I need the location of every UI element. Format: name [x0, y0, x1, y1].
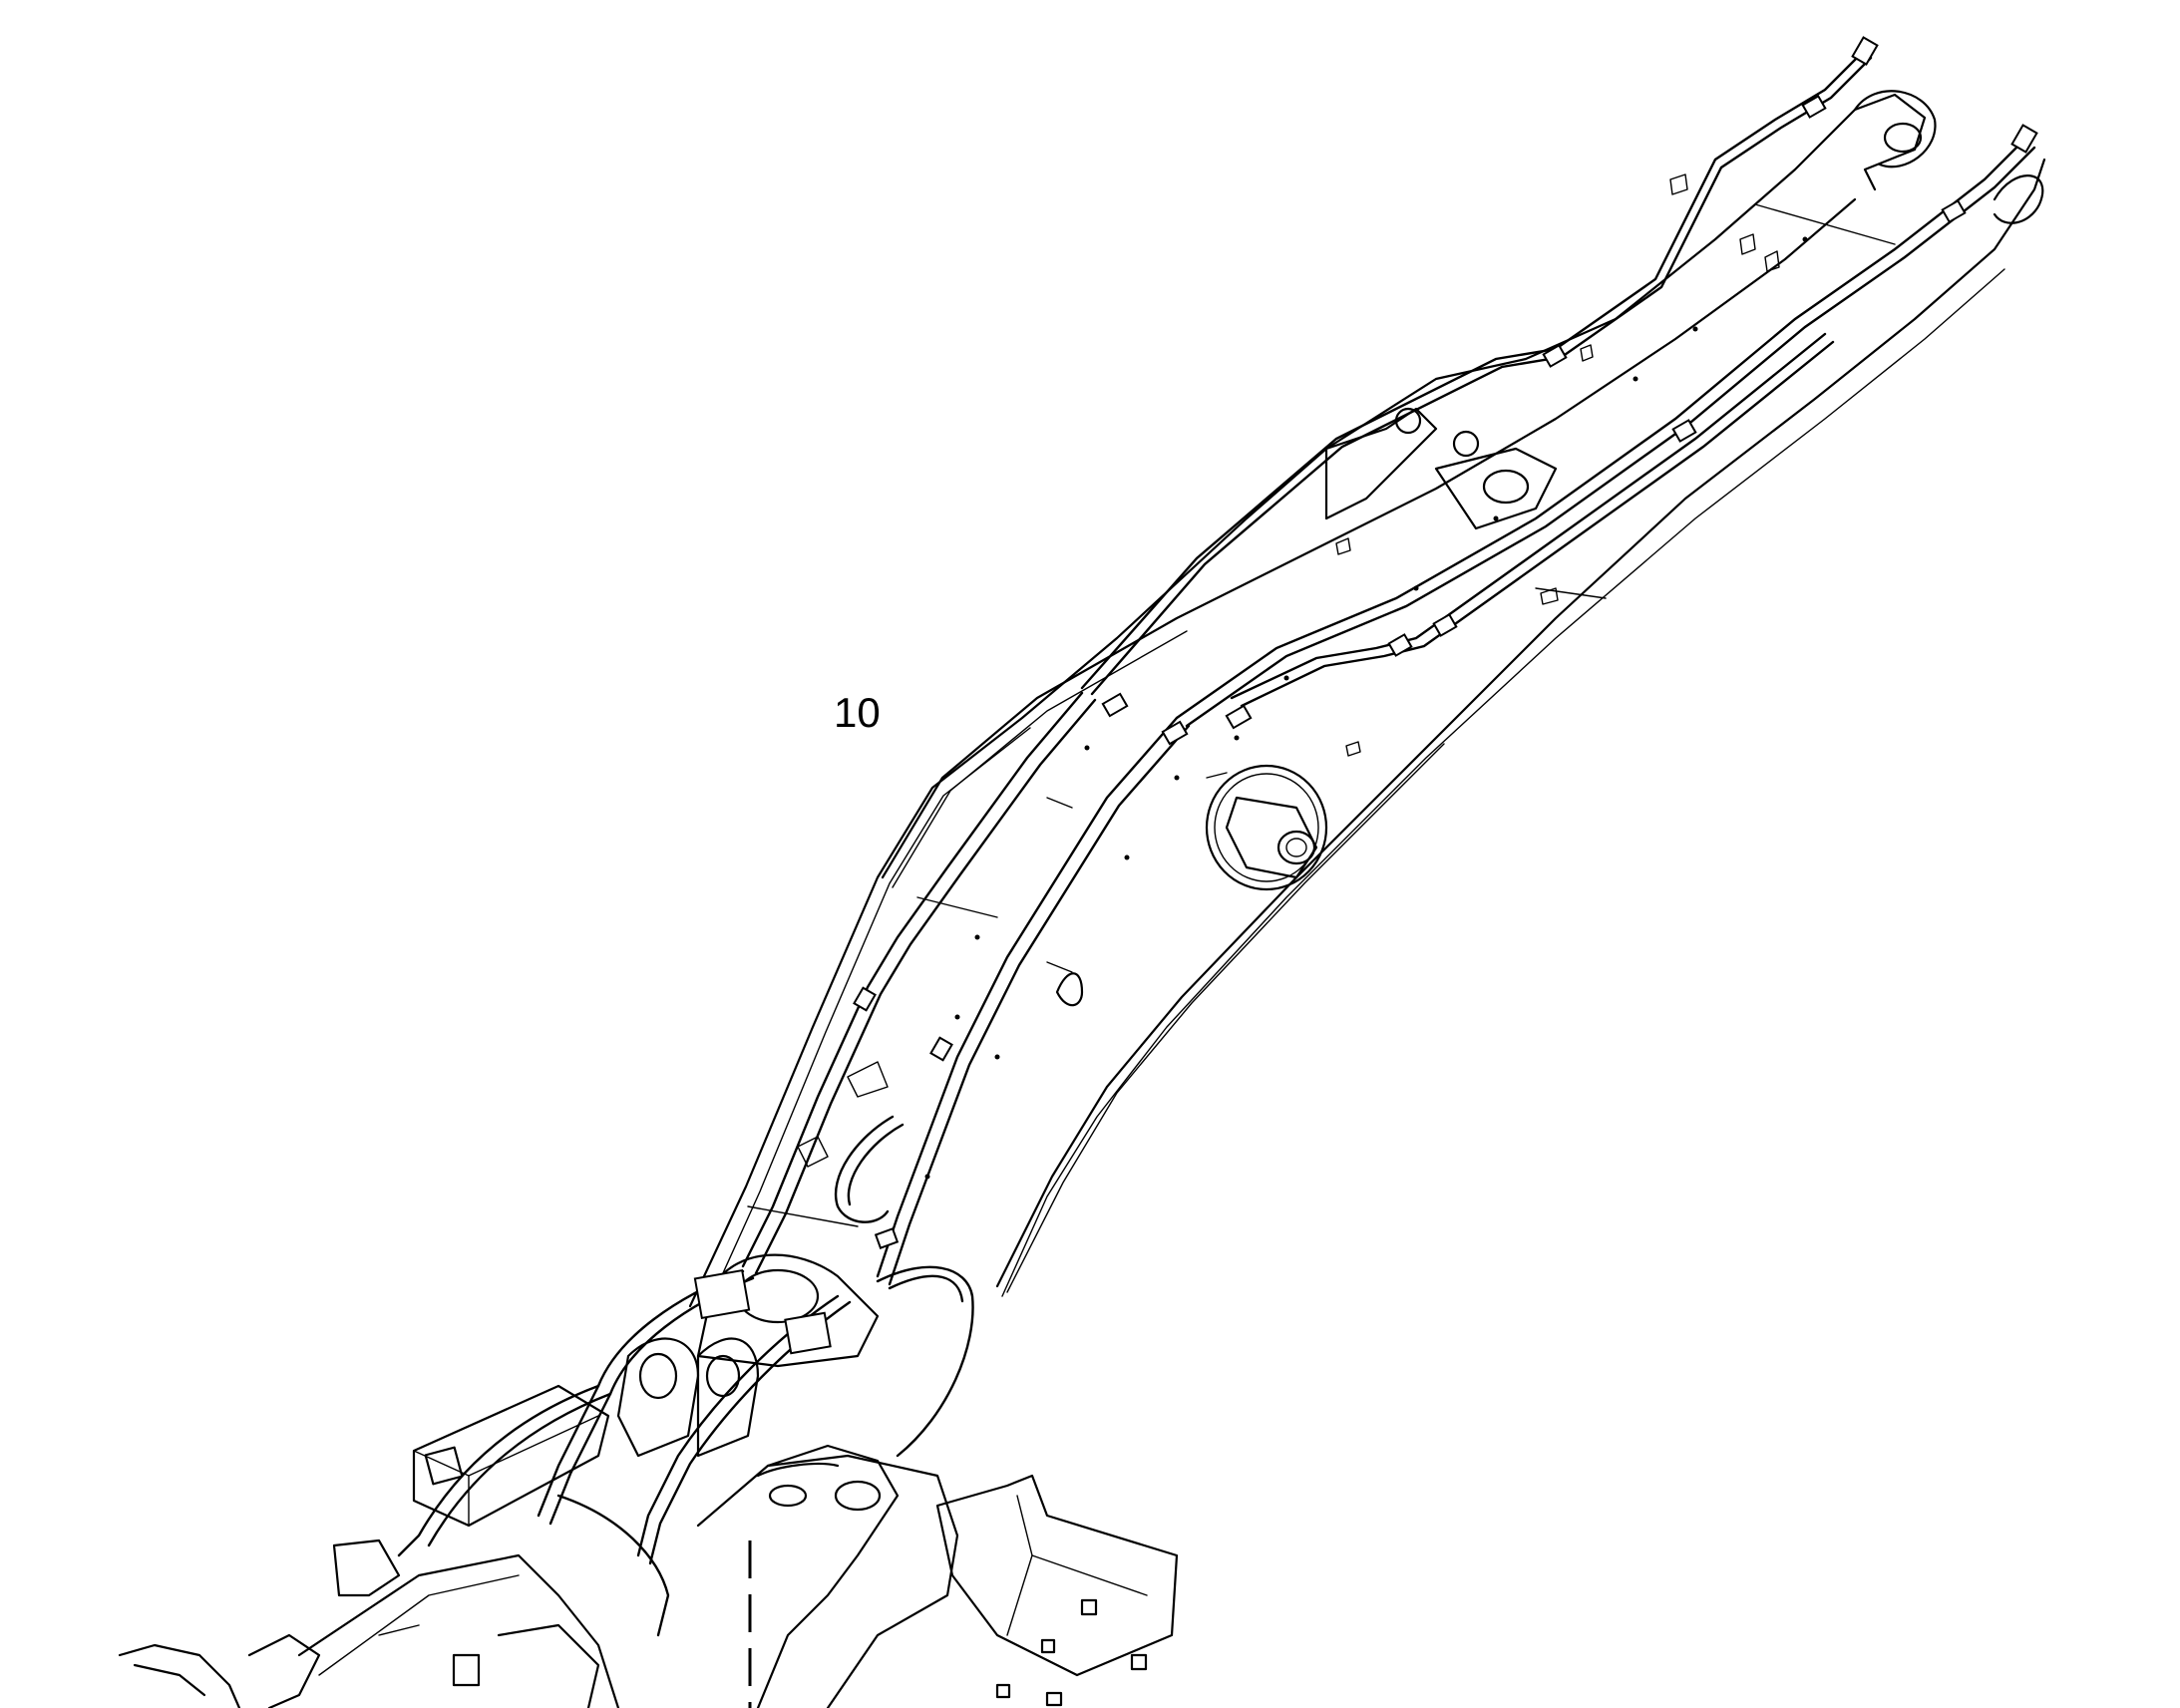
lower-left-frame: [118, 1538, 620, 1708]
hose-clamps: [853, 36, 2038, 1249]
tank-body: [696, 1444, 1179, 1708]
boom-foot-base: [397, 1253, 974, 1637]
detail-marks: [797, 173, 1808, 1180]
boom-outline: [688, 90, 2046, 1308]
hydraulic-hoses: [741, 48, 2036, 1286]
boom-pivot-brackets: [1055, 407, 1558, 1007]
callout-label-10: 10: [834, 689, 881, 736]
